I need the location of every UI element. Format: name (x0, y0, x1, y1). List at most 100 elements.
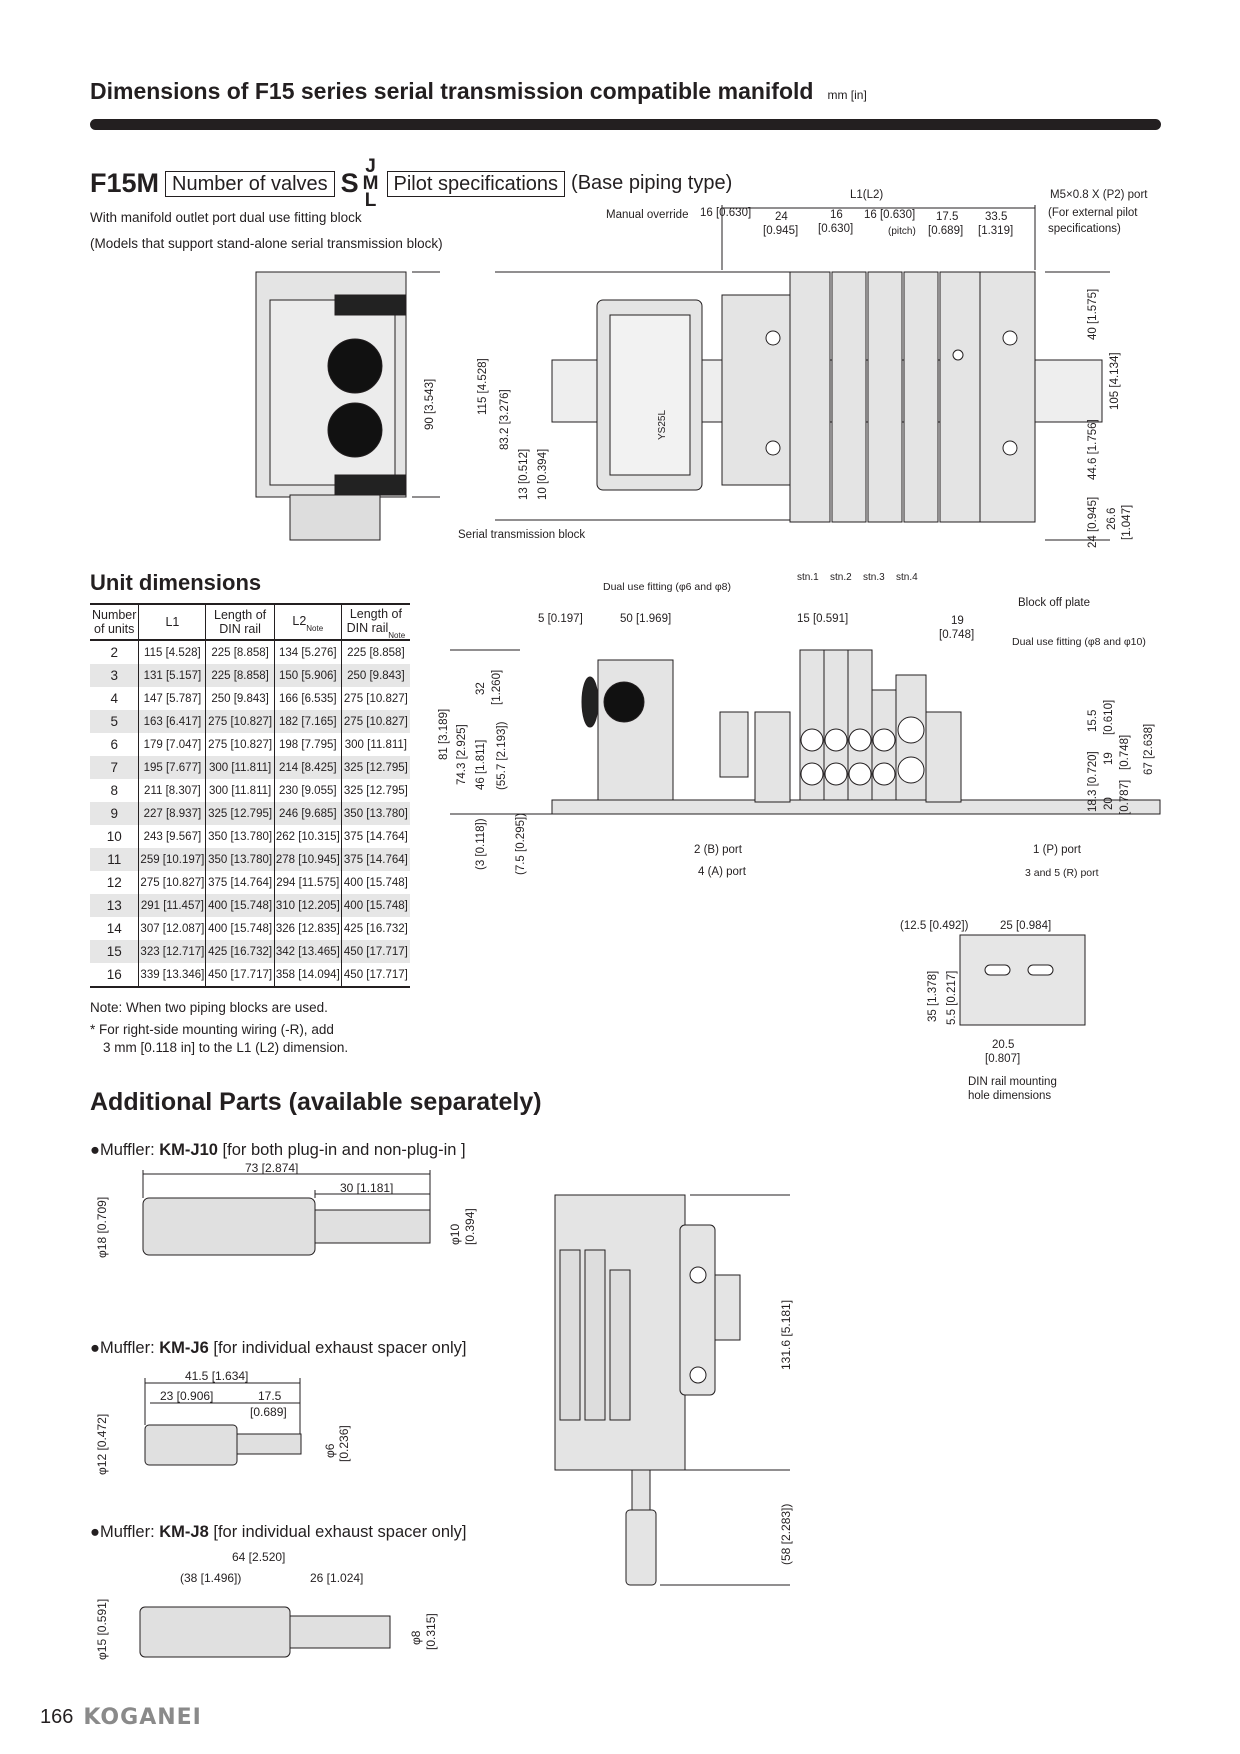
ext-pilot-label: (For external pilot (1048, 207, 1138, 219)
table-cell: 227 [8.937] (138, 802, 206, 825)
table-cell: 375 [14.764] (340, 825, 410, 848)
table-cell: 211 [8.307] (138, 779, 206, 802)
muffler-model: KM-J10 (159, 1141, 218, 1159)
muffler-title: ●Muffler: KM-J6 [for individual exhaust … (90, 1339, 467, 1358)
dim: 64 [2.520] (232, 1550, 285, 1564)
muffler-desc: [for both plug-in and non-plug-in ] (217, 1141, 466, 1159)
table-cell: 250 [9.843] (340, 664, 410, 687)
muffler-prefix: ●Muffler: (90, 1339, 160, 1357)
muffler-km-j8-drawing (139, 1606, 391, 1658)
table-cell: 300 [11.811] (205, 779, 275, 802)
dim: φ8 (409, 1630, 423, 1645)
dim: 83.2 [3.276] (499, 389, 511, 450)
dim: 18.3 [0.720] (1087, 751, 1099, 812)
dual-fitting-label: Dual use fitting (φ8 and φ10) (1012, 636, 1146, 648)
table-cell: 225 [8.858] (205, 640, 275, 664)
ext-pilot-label: specifications) (1048, 223, 1121, 235)
table-cell: 195 [7.677] (138, 756, 206, 779)
dim: [0.689] (928, 225, 963, 237)
din-caption: hole dimensions (968, 1090, 1051, 1102)
table-cell: 450 [17.717] (340, 940, 410, 963)
table-cell: 16 (106, 967, 122, 982)
table-cell: 300 [11.811] (205, 756, 275, 779)
table-cell: 5 (90, 710, 139, 733)
dim: 15.5 (1087, 710, 1099, 732)
dim: [0.315] (424, 1613, 438, 1650)
table-cell: 179 [7.047] (138, 733, 206, 756)
table-cell: 225 [8.858] (205, 664, 275, 687)
din-caption: DIN rail mounting (968, 1076, 1057, 1088)
number-of-valves-box: Number of valves (165, 170, 335, 197)
block-off-label: Block off plate (1018, 597, 1090, 609)
dim: 33.5 (985, 211, 1007, 223)
dim: [0.610] (1103, 700, 1115, 735)
subtitle-1: With manifold outlet port dual use fitti… (90, 210, 362, 225)
table-cell: 275 [10.827] (340, 687, 410, 710)
dim: (38 [1.496]) (180, 1571, 241, 1585)
col-label: L2 (292, 614, 307, 628)
table-cell: 131 [5.157] (138, 664, 206, 687)
table-cell: 326 [12.835] (273, 917, 342, 940)
option-l: L (364, 190, 377, 211)
table-note: Note: When two piping blocks are used. (90, 1000, 328, 1015)
dim: 15 [0.591] (797, 613, 848, 625)
table-cell: 262 [10.315] (273, 825, 342, 848)
dim: 35 [1.378] (927, 971, 939, 1022)
model-s: S (340, 168, 359, 198)
table-cell: 350 [13.780] (205, 825, 275, 848)
dim: [0.807] (985, 1053, 1020, 1065)
dim: 32 (475, 682, 487, 695)
table-note: 3 mm [0.118 in] to the L1 (L2) dimension… (103, 1040, 349, 1055)
dim: [0.945] (763, 225, 798, 237)
table-cell: 166 [6.535] (273, 687, 342, 710)
table-cell: 246 [9.685] (273, 802, 342, 825)
side-view-with-muffler-drawing (554, 1194, 790, 1586)
col-label: L1 (165, 615, 180, 629)
col-label: Length of DIN rail (214, 608, 267, 636)
model-code: F15M Number of valves S J M L Pilot spec… (90, 156, 732, 211)
table-cell: 13 (90, 894, 139, 917)
table-cell: 310 [12.205] (273, 894, 342, 917)
dim: φ6 (323, 1443, 337, 1458)
dim: [0.748] (1119, 735, 1131, 770)
option-j: J (365, 156, 376, 177)
top-view-drawing (495, 205, 1110, 541)
muffler-km-j6-drawing (144, 1378, 302, 1466)
table-cell: 325 [12.795] (340, 756, 410, 779)
table-cell: 300 [11.811] (340, 733, 410, 756)
dim: 16 (830, 209, 843, 221)
additional-parts-heading: Additional Parts (available separately) (90, 1088, 542, 1116)
dim: 20.5 (992, 1039, 1014, 1051)
table-cell: 15 (90, 940, 139, 963)
station-label: stn.3 (863, 572, 885, 583)
muffler-title: ●Muffler: KM-J10 [for both plug-in and n… (90, 1141, 466, 1160)
page-number: 166 (40, 1706, 74, 1728)
station-label: stn.1 (797, 572, 819, 583)
dim: 16 [0.630] (864, 209, 915, 221)
table-cell: 339 [13.346] (138, 963, 206, 987)
dim: 24 [0.945] (1087, 497, 1099, 548)
table-cell: 375 [14.764] (340, 848, 410, 871)
dim: φ10 (448, 1224, 462, 1245)
unit-dimensions-table: Number of units L1 Length of DIN rail L2… (90, 603, 410, 988)
table-cell: 358 [14.094] (273, 963, 342, 987)
table-cell: 307 [12.087] (138, 917, 206, 940)
table-cell: 14 (106, 921, 122, 936)
muffler-prefix: ●Muffler: (90, 1141, 160, 1159)
table-cell: 243 [9.567] (138, 825, 206, 848)
koganei-logo: KOGANEI (83, 1705, 202, 1730)
dim: 74.3 [2.925] (456, 724, 468, 785)
dim: 20 (1103, 797, 1115, 810)
note-mark: Note (306, 624, 324, 633)
table-cell: 214 [8.425] (273, 756, 342, 779)
dim: [1.319] (978, 225, 1013, 237)
dim: [0.630] (818, 223, 853, 235)
dim: φ15 [0.591] (95, 1599, 109, 1660)
module-label: YS25L (657, 410, 668, 440)
